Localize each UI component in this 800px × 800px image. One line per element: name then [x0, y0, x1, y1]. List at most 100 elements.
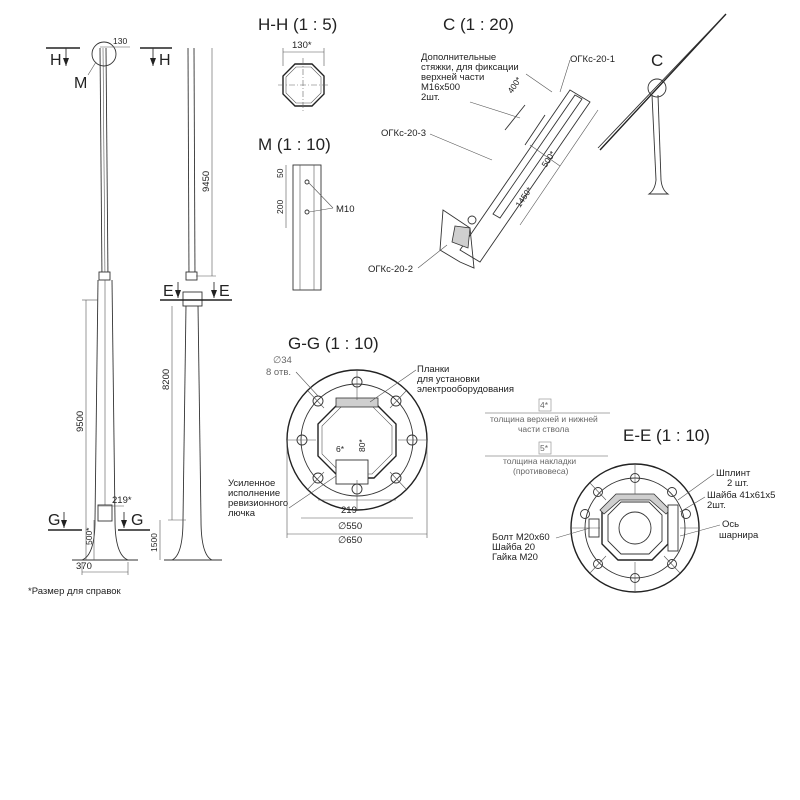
bolt-hole	[390, 472, 402, 484]
inclined-shaft-inner	[492, 94, 583, 219]
leader-line	[288, 475, 337, 509]
thickness-box	[538, 441, 552, 455]
leader-line	[555, 527, 591, 539]
rib	[589, 555, 607, 574]
hinge-pin	[467, 215, 477, 225]
shaft-edge	[105, 47, 109, 281]
shaft-edge	[94, 279, 99, 521]
inner-tube	[618, 511, 652, 545]
octagon-inner	[285, 66, 322, 104]
thickness-box	[538, 398, 552, 412]
dim-top: 130	[113, 36, 127, 46]
shaft-edge	[187, 47, 190, 281]
plank-note: Планки для установки электрооборудования	[417, 364, 514, 395]
section-e-left: Е	[163, 283, 174, 300]
leader-line	[679, 524, 721, 537]
thickness-upper-note: толщина верхней и нижней части ствола	[490, 414, 600, 434]
rib	[589, 482, 607, 501]
leader-line	[679, 496, 706, 513]
bolt-hole	[304, 179, 310, 185]
dim-1500: 1500	[149, 533, 159, 552]
octagon-shaft	[317, 401, 397, 479]
section-h-right: Н	[159, 52, 171, 69]
bolt-hole	[667, 487, 677, 497]
hinge-flange-outer	[570, 463, 700, 593]
section-g-left: G	[48, 512, 60, 529]
rib	[663, 555, 681, 574]
detail-m-label: М	[74, 75, 87, 92]
shaft-edge	[197, 304, 202, 521]
holes-count: 8 отв.	[266, 367, 291, 378]
pole-base	[171, 519, 213, 561]
lower-flange	[439, 209, 475, 269]
part-ogks-20-2: ОГКс-20-2	[368, 264, 413, 275]
section-g-right: G	[131, 512, 143, 529]
hinge-bracket	[451, 225, 471, 249]
dim-gg-650: ∅650	[338, 535, 362, 546]
pole-elevation-left: М 130 Н G G 9500 219* 500* 370	[46, 36, 150, 575]
octagon-inner	[321, 405, 393, 475]
axis-note: Ось шарнира	[719, 519, 759, 541]
shaft-edge	[193, 47, 196, 281]
bolt-hole	[593, 559, 603, 569]
leader-line	[295, 371, 319, 397]
detail-c-circle	[647, 78, 667, 98]
dim-9450: 9450	[201, 171, 212, 192]
view-hh: Н-Н (1 : 5) 130*	[258, 15, 337, 112]
bolt-hole	[304, 209, 310, 215]
section-arrow-head	[175, 290, 181, 298]
section-e-right: Е	[219, 283, 230, 300]
rib	[307, 471, 325, 490]
dim-9500: 9500	[75, 411, 86, 432]
leader-line	[429, 133, 493, 161]
view-m: М (1 : 10) M10 50 200	[258, 135, 354, 291]
shaft-centre	[102, 47, 106, 281]
leader-line	[559, 59, 571, 93]
hatch-reinforcement	[335, 459, 369, 485]
inclined-shaft	[459, 89, 591, 263]
pole-base	[647, 179, 670, 195]
dim-370: 370	[76, 561, 92, 572]
tie-rod	[524, 114, 546, 146]
dim-gg-6: 6*	[336, 444, 345, 454]
dim-c-1450: 1450*	[513, 185, 534, 210]
dim-219: 219*	[112, 495, 132, 506]
bolt-hole	[580, 509, 590, 519]
dim-m-50: 50	[275, 168, 285, 178]
dim-line	[519, 109, 599, 226]
leader-line	[369, 369, 417, 403]
dim-line	[529, 144, 561, 167]
leader-line	[87, 61, 97, 76]
section-arrow-head	[63, 58, 69, 66]
section-arrow-head	[211, 290, 217, 298]
dim-gg-550: ∅550	[338, 521, 362, 532]
hatch-opening	[97, 504, 113, 522]
bolt-hole	[667, 559, 677, 569]
view-c: С (1 : 20) 400* 500* 1450* Дополнительны…	[368, 15, 615, 275]
shaft-joint	[98, 271, 111, 281]
bolt-hole	[593, 487, 603, 497]
note-extra-ties: Дополнительные стяжки, для фиксации верх…	[421, 52, 521, 103]
pole-tilted-view: С	[597, 13, 727, 195]
footnote: *Размер для справок	[28, 586, 122, 597]
thickness-plate-value: 5*	[540, 443, 549, 453]
bolt-hole	[312, 472, 324, 484]
thickness-upper-value: 4*	[540, 400, 549, 410]
dim-line	[525, 73, 553, 93]
bolt-hole	[681, 509, 691, 519]
holes-diameter: ∅34	[273, 355, 292, 366]
rib	[389, 471, 407, 490]
view-c-title: С (1 : 20)	[443, 15, 514, 34]
rib	[307, 390, 325, 409]
section-h-left: Н	[50, 52, 62, 69]
tilted-shaft	[599, 13, 727, 151]
hatch-note: Усиленное исполнение ревизионного лючка	[228, 478, 291, 519]
standing-shaft	[651, 94, 657, 181]
dim-8200: 8200	[161, 369, 172, 390]
shaft-edge	[111, 279, 116, 521]
tilted-shaft	[597, 17, 723, 149]
detail-m-circle	[91, 41, 117, 67]
bolt-label: M10	[336, 204, 354, 215]
view-ee: Е-Е (1 : 10) 4* толщина верхней и нижней…	[485, 398, 775, 593]
